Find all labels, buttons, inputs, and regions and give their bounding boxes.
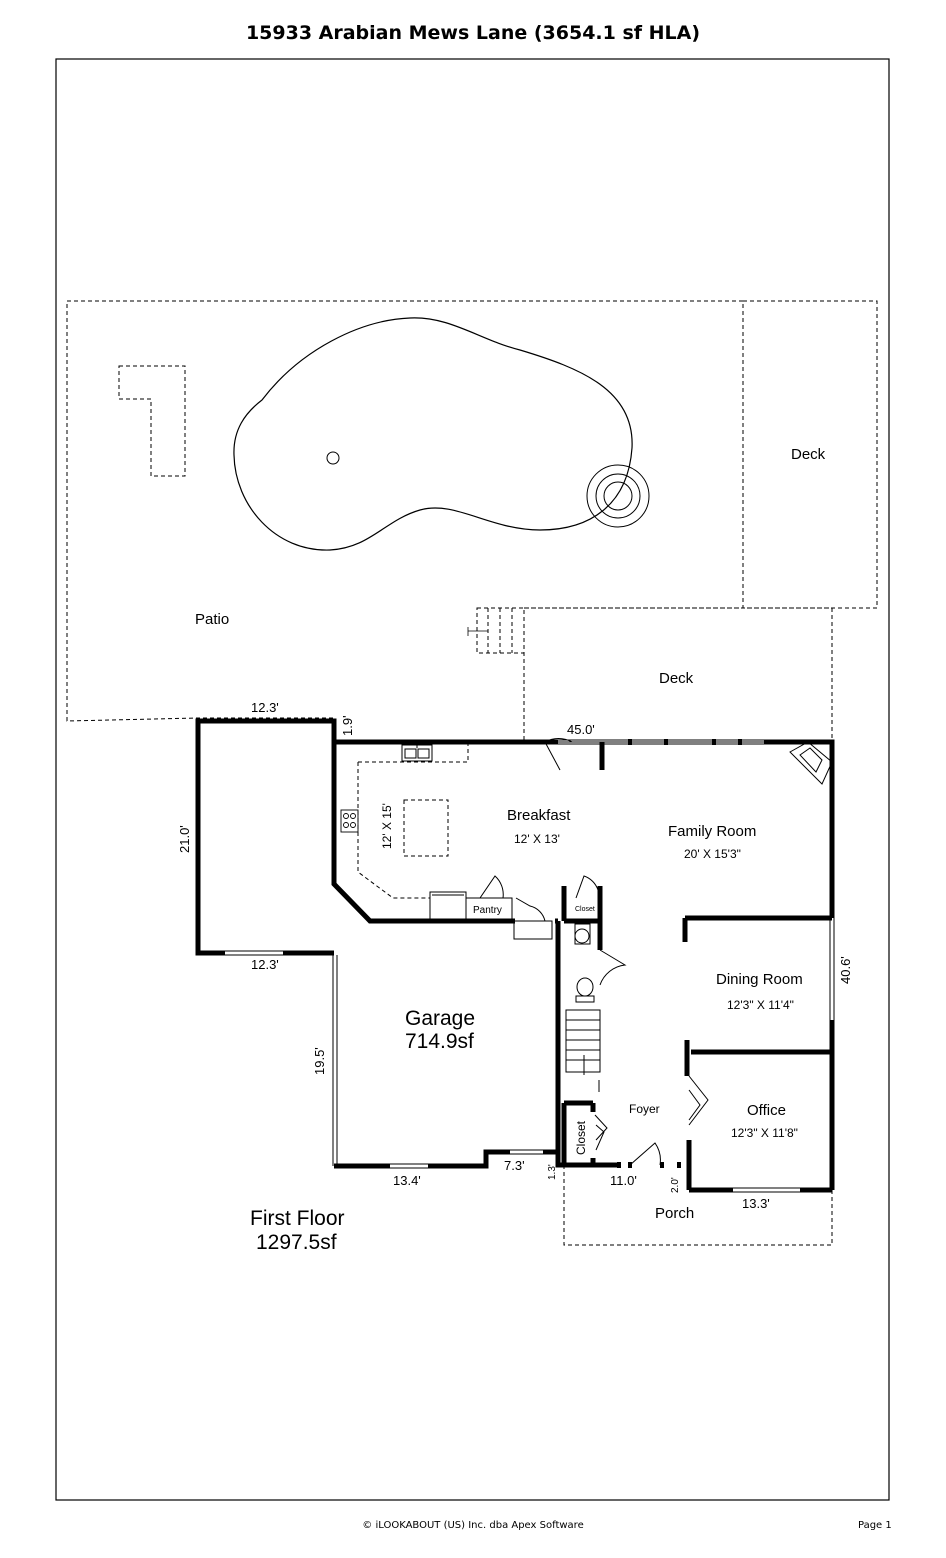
- bath-sink-icon: [574, 923, 591, 945]
- garage-area: 714.9sf: [405, 1030, 474, 1053]
- toilet-icon: [575, 977, 595, 1003]
- dining-room-label: Dining Room: [716, 971, 803, 988]
- pool-drain: [326, 451, 340, 465]
- page-title: 15933 Arabian Mews Lane (3654.1 sf HLA): [245, 22, 701, 44]
- dim-office-bottom: 13.3': [742, 1196, 770, 1211]
- dim-porch-depth: 2.0': [670, 1177, 681, 1193]
- breakfast-side-size: 12' X 15': [380, 803, 394, 849]
- floor-area: 1297.5sf: [256, 1231, 337, 1254]
- closet-small-label: Closet: [575, 906, 595, 913]
- family-room-label: Family Room: [668, 823, 756, 840]
- kitchen-counter: [357, 742, 469, 899]
- dim-left-side: 21.0': [177, 825, 192, 853]
- exterior-areas: [66, 300, 878, 1246]
- dim-width-main: 45.0': [567, 722, 595, 737]
- deck-center-label: Deck: [659, 670, 694, 687]
- patio-outline: [66, 300, 744, 740]
- dim-garage-mid: 12.3': [251, 957, 279, 972]
- fireplace-icon: [789, 741, 833, 785]
- deck-right-outline: [742, 300, 878, 609]
- office-label: Office: [747, 1102, 786, 1119]
- page-border: [55, 58, 890, 1501]
- dim-garage-right: 7.3': [504, 1158, 525, 1173]
- dim-porch-width: 11.0': [610, 1173, 637, 1188]
- dim-step-small: 1.9': [340, 715, 355, 736]
- stove-icon: [340, 809, 359, 833]
- porch-outline: [563, 1165, 833, 1246]
- porch-label: Porch: [655, 1205, 694, 1222]
- kitchen-island: [403, 799, 449, 857]
- deck-center-outline: [524, 607, 833, 740]
- windows: [225, 739, 835, 1193]
- door-swings: [479, 738, 709, 1166]
- deck-right-label: Deck: [791, 446, 826, 463]
- pantry-outline: [465, 897, 553, 940]
- garage-label: Garage: [405, 1007, 475, 1030]
- fridge-icon: [429, 891, 467, 921]
- dim-small-step: 1.3': [547, 1164, 558, 1180]
- pool-steps-arcs: [586, 464, 650, 528]
- breakfast-size: 12' X 13': [514, 832, 560, 846]
- dim-top-garage: 12.3': [251, 700, 279, 715]
- planter-outline: [118, 365, 186, 477]
- dining-room-size: 12'3" X 11'4": [727, 998, 794, 1012]
- patio-label: Patio: [195, 611, 229, 628]
- pantry-label: Pantry: [473, 905, 502, 916]
- closet-label: Closet: [574, 1120, 588, 1155]
- dim-right-side: 40.6': [838, 956, 853, 984]
- family-room-size: 20' X 15'3": [684, 847, 741, 861]
- stairs: [565, 1009, 601, 1092]
- office-size: 12'3" X 11'8": [731, 1126, 798, 1140]
- floor-name: First Floor: [250, 1207, 345, 1230]
- foyer-label: Foyer: [629, 1102, 660, 1116]
- door-jambs: [617, 1162, 681, 1168]
- breakfast-label: Breakfast: [507, 807, 571, 824]
- walls: [195, 718, 835, 1193]
- dim-garage-bottom: 13.4': [393, 1173, 421, 1188]
- copyright-text: © iLOOKABOUT (US) Inc. dba Apex Software: [362, 1520, 584, 1531]
- pool: [233, 317, 633, 551]
- page-number: Page 1: [858, 1520, 892, 1531]
- window-mullions: [628, 739, 742, 745]
- sink-icon: [401, 744, 433, 762]
- dim-garage-side: 19.5': [312, 1047, 327, 1075]
